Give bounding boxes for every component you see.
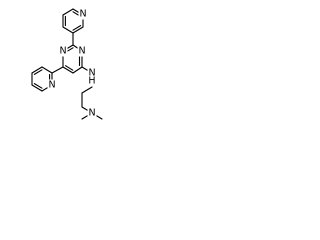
atom-label-amine-h: H (88, 76, 95, 87)
bond (31, 66, 43, 74)
atom-label-dimethylamine-n: N (88, 108, 95, 119)
ring-link-bond (51, 66, 64, 74)
double-bond (64, 65, 74, 71)
bond (62, 66, 74, 74)
bond (72, 66, 83, 74)
molecule-structure-diagram: N N N N N H N (31, 8, 103, 120)
double-bond (72, 25, 82, 31)
atom-label-pyridine-n: N (79, 9, 86, 20)
bond (81, 86, 93, 94)
bond (72, 26, 84, 34)
double-bond (33, 69, 43, 75)
atom-labels: N N N N N H N (47, 8, 97, 119)
bond (62, 26, 74, 34)
atom-label-pyrimidine-n-upper: N (78, 46, 85, 57)
bond (62, 8, 74, 16)
double-bond (33, 83, 43, 89)
bond (41, 66, 53, 74)
bond (31, 84, 43, 92)
atom-label-pyrimidine-n-lower: N (59, 46, 66, 57)
atom-label-amine-n: N (88, 68, 95, 79)
atom-label-pyridine-left-n: N (48, 80, 55, 91)
